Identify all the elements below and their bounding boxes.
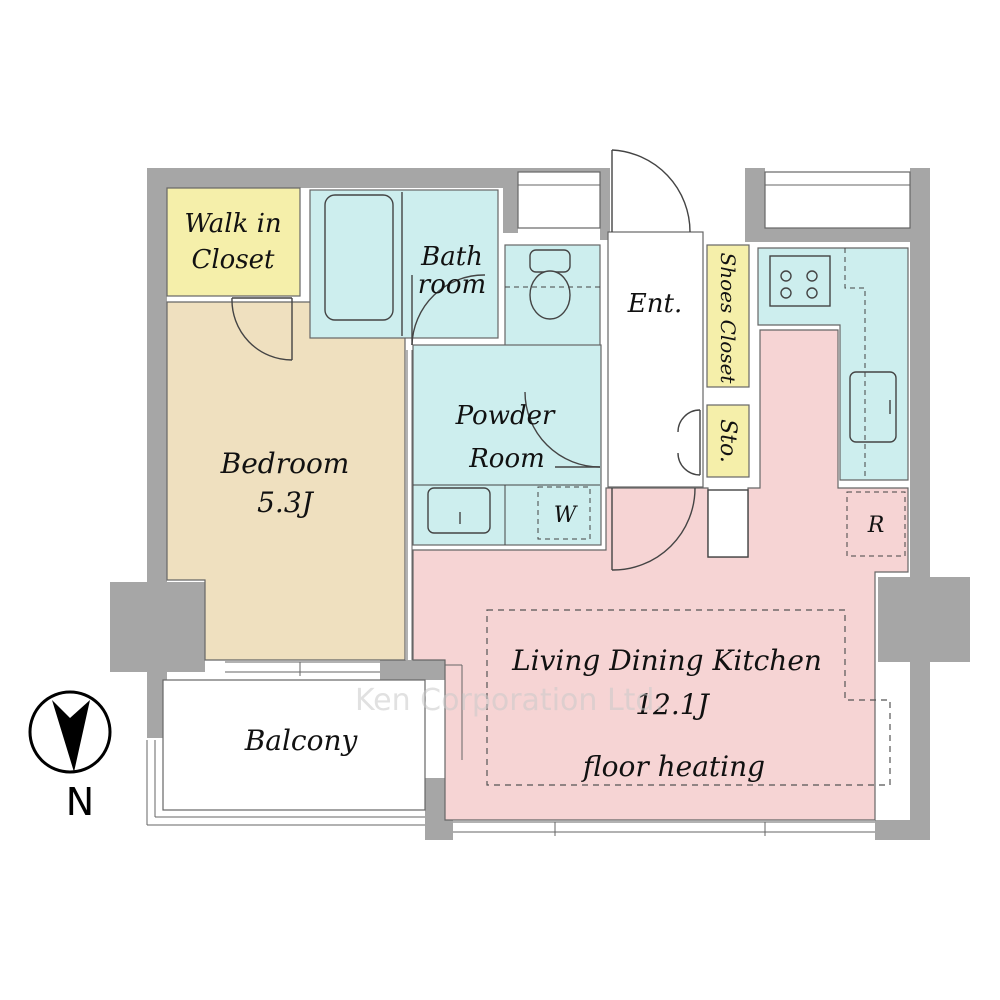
ldk-size: 12.1J <box>635 688 710 721</box>
bathroom-label-1: Bath <box>420 242 483 272</box>
powder-sink <box>427 487 491 534</box>
walls <box>110 168 970 840</box>
window-bay-1 <box>517 171 601 229</box>
shoes-closet-area <box>706 244 750 388</box>
floor-heating-zone <box>486 609 891 786</box>
powder-room-label-1: Powder <box>455 401 556 431</box>
ldk-label: Living Dining Kitchen <box>511 644 822 677</box>
window-bay-2 <box>764 171 911 229</box>
bedroom-label: Bedroom <box>220 447 350 480</box>
bathtub <box>324 194 394 321</box>
stove <box>769 255 831 307</box>
bathroom-label-2: room <box>418 270 486 300</box>
balcony-area <box>162 679 426 811</box>
walk-in-closet-area <box>166 187 301 297</box>
watermark: Ken Corporation Ltd. <box>355 683 664 718</box>
compass-needle-icon <box>52 700 90 772</box>
bedroom-size: 5.3J <box>257 486 315 519</box>
floor-heating-label: floor heating <box>581 750 765 783</box>
washer-label: W <box>554 503 579 528</box>
toilet-bowl <box>529 270 571 320</box>
walk-in-closet-label-2: Closet <box>191 245 275 275</box>
storage-area <box>706 404 750 478</box>
compass: N <box>28 690 112 824</box>
compass-north-label: N <box>66 780 94 824</box>
balcony-label: Balcony <box>244 724 359 757</box>
walk-in-closet-label-1: Walk in <box>184 209 281 239</box>
shoes-closet-label: Shoes Closet <box>716 253 740 385</box>
entrance-label: Ent. <box>627 289 682 319</box>
window-lines <box>146 184 910 836</box>
toilet-tank <box>529 249 571 273</box>
entrance-area <box>607 231 704 488</box>
white-areas <box>162 171 911 811</box>
room-fills <box>166 187 909 821</box>
fixtures <box>324 192 906 558</box>
column-post <box>707 489 749 558</box>
refrigerator-label: R <box>867 513 885 538</box>
washer-space <box>537 486 591 540</box>
kitchen-sink <box>849 371 897 443</box>
powder-room-label-2: Room <box>468 444 545 474</box>
storage-label: Sto. <box>715 419 740 463</box>
doors <box>231 149 701 571</box>
